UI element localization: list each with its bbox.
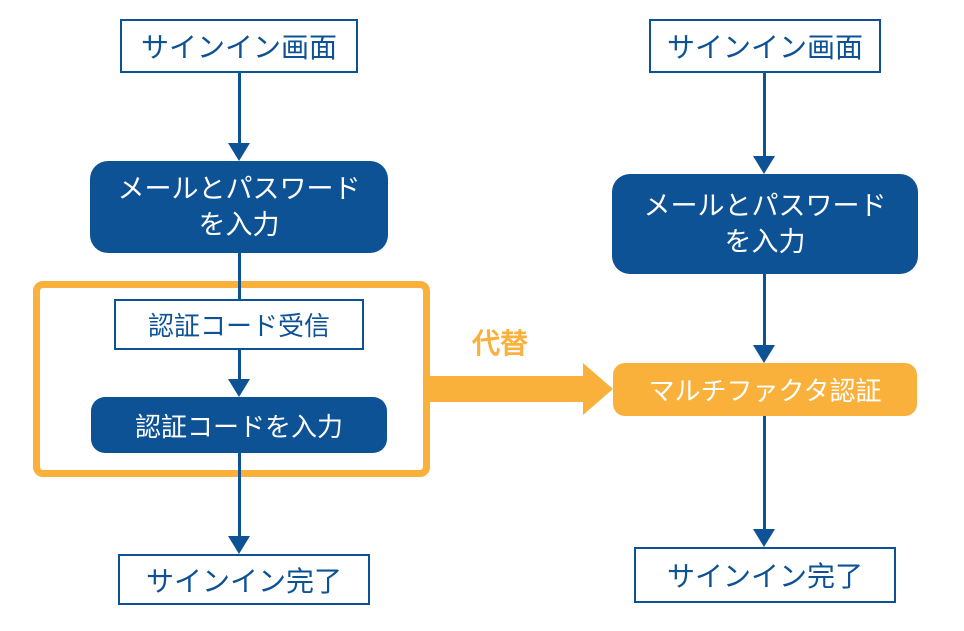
node-label: サインイン画面 (666, 32, 863, 63)
node-signin-screen-right: サインイン画面 (649, 19, 881, 73)
node-mfa: マルチファクタ認証 (613, 363, 917, 416)
node-signin-screen-left: サインイン画面 (120, 19, 358, 73)
node-receive-code: 認証コード受信 (114, 299, 364, 350)
alternative-label: 代替 (472, 328, 529, 359)
alternative-arrow-shaft (430, 376, 583, 402)
node-label: 認証コード受信 (147, 311, 330, 341)
node-enter-code: 認証コードを入力 (91, 397, 387, 453)
node-label: サインイン完了 (666, 561, 863, 592)
flow-arrowhead (228, 536, 250, 554)
node-enter-credentials-left: メールとパスワード を入力 (90, 161, 388, 253)
flow-arrow-line (238, 453, 241, 536)
flow-arrowhead (753, 529, 775, 547)
alternative-arrowhead-right (583, 363, 613, 415)
verification-code-group-frame (33, 281, 430, 477)
flow-line (238, 253, 241, 299)
node-label: サインイン画面 (140, 32, 337, 63)
node-label: メールとパスワード を入力 (117, 174, 361, 240)
node-signin-done-right: サインイン完了 (634, 547, 896, 603)
node-label: メールとパスワード を入力 (643, 191, 887, 257)
flow-arrow-line (763, 73, 766, 156)
flow-arrow-line (763, 274, 766, 345)
node-enter-credentials-right: メールとパスワード を入力 (612, 174, 918, 274)
flow-arrowhead (228, 379, 250, 397)
node-label: サインイン完了 (145, 565, 342, 597)
flow-arrowhead (753, 345, 775, 363)
flow-arrow-line (238, 73, 241, 143)
flow-arrow-line (763, 416, 766, 529)
flow-arrow-line (238, 350, 241, 379)
flow-arrowhead (753, 156, 775, 174)
node-signin-done-left: サインイン完了 (118, 554, 370, 605)
node-label: 認証コードを入力 (134, 411, 343, 442)
flow-arrowhead (228, 143, 250, 161)
node-label: マルチファクタ認証 (648, 376, 882, 406)
